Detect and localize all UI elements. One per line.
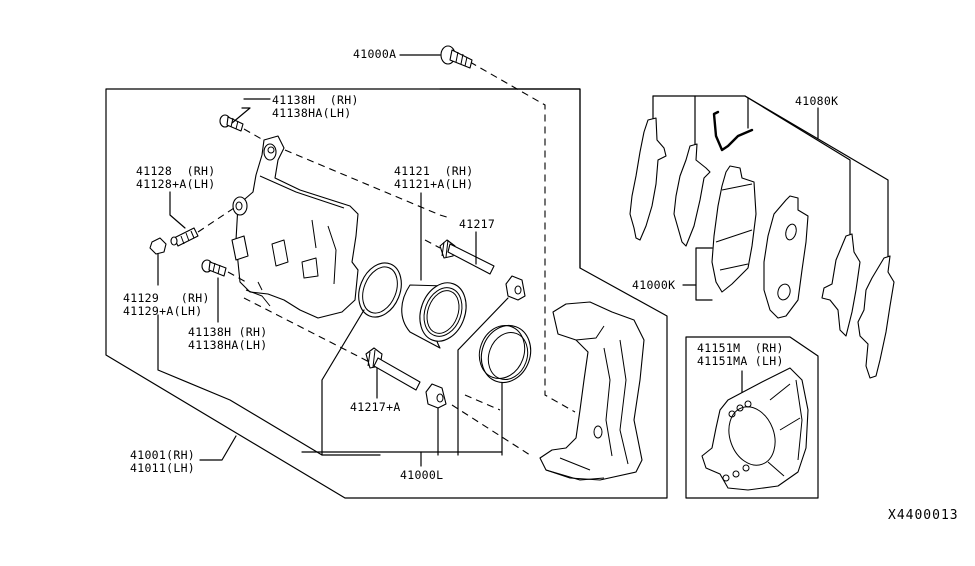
label-bleeder-cap-rh: 41129 (RH) [123,291,210,305]
label-upper-pin-bolt-rh: 41138H (RH) [272,93,359,107]
bleeder-cap-icon [149,237,167,255]
upper-pin-bolt-leader [231,107,251,124]
bleeder-cap-leader-lower [157,314,381,456]
bleeder-screw-leader [169,191,186,229]
label-pad-kit: 41000K [632,278,676,292]
upper-caliper-dash [284,149,451,219]
label-backing-plate-rh: 41151M (RH) [697,341,784,355]
label-upper-pin-bolt-lh: 41138HA(LH) [272,106,352,120]
mid-dash [464,394,501,411]
pad-shim-2-icon [673,143,711,247]
label-bleeder-screw-lh: 41128+A(LH) [136,177,216,191]
backing-plate-icon [701,367,809,491]
lower-boot-dash [451,404,531,456]
backing-plate-frame [685,336,819,499]
brake-pad-outer-icon [763,195,809,319]
bleeder-dash [197,207,235,233]
caliper-bracket-icon [539,301,645,481]
boot-upper-leader [457,297,509,456]
lower-pin-bolt-icon [201,259,227,277]
label-piston-rh: 41121 (RH) [394,164,474,178]
pad-shim-left-icon [629,117,667,241]
brake-pad-inner-icon [711,165,757,293]
label-pad-hardware-kit: 41080K [795,94,839,108]
caliper-assy-leader [199,435,237,461]
lower-bolt-dash [227,271,247,283]
guide-pin-lower-icon [365,347,421,391]
lower-caliper-dash [243,297,386,371]
label-seal-kit: 41000L [400,468,444,482]
dust-boot-icon [478,324,532,384]
mount-bolt-icon [440,45,473,69]
pad-shim-4-icon [857,255,895,379]
frame-top-right [439,88,581,269]
guide-pin-dash [424,239,441,249]
mount-bolt-dashed-leader [469,61,576,413]
guide-pin-icon [439,239,495,275]
piston-seal-icon [358,262,402,318]
pad-hw-leader-right [744,95,889,263]
label-caliper-assy-lh: 41011(LH) [130,461,196,475]
label-lower-pin-bolt-lh: 41138HA(LH) [188,338,268,352]
label-bleeder-cap-lh: 41129+A(LH) [123,304,203,318]
pin-boot-lower-icon [425,383,447,409]
label-backing-plate-lh: 41151MA (LH) [697,354,784,368]
label-lower-pin-bolt-rh: 41138H (RH) [188,325,268,339]
upper-pin-bolt-icon [219,114,244,132]
pad-hw-leader-top [652,95,851,269]
caliper-body-icon [231,135,359,319]
pad-kit-bracket [695,247,713,301]
label-mount-bolt: 41000A [353,47,397,61]
diagram-reference-code: X4400013 [888,508,959,523]
pad-shim-3-icon [821,233,861,337]
label-guide-pin: 41217 [459,217,496,231]
label-bleeder-screw-rh: 41128 (RH) [136,164,216,178]
wear-sensor-icon [712,110,754,152]
label-piston-lh: 41121+A(LH) [394,177,474,191]
bleeder-screw-icon [170,227,199,247]
pin-boot-upper-icon [505,275,526,301]
label-guide-pin-a: 41217+A [350,400,401,414]
label-caliper-assy-rh: 41001(RH) [130,448,196,462]
piston-icon [401,282,467,349]
seal-leader [321,309,365,456]
